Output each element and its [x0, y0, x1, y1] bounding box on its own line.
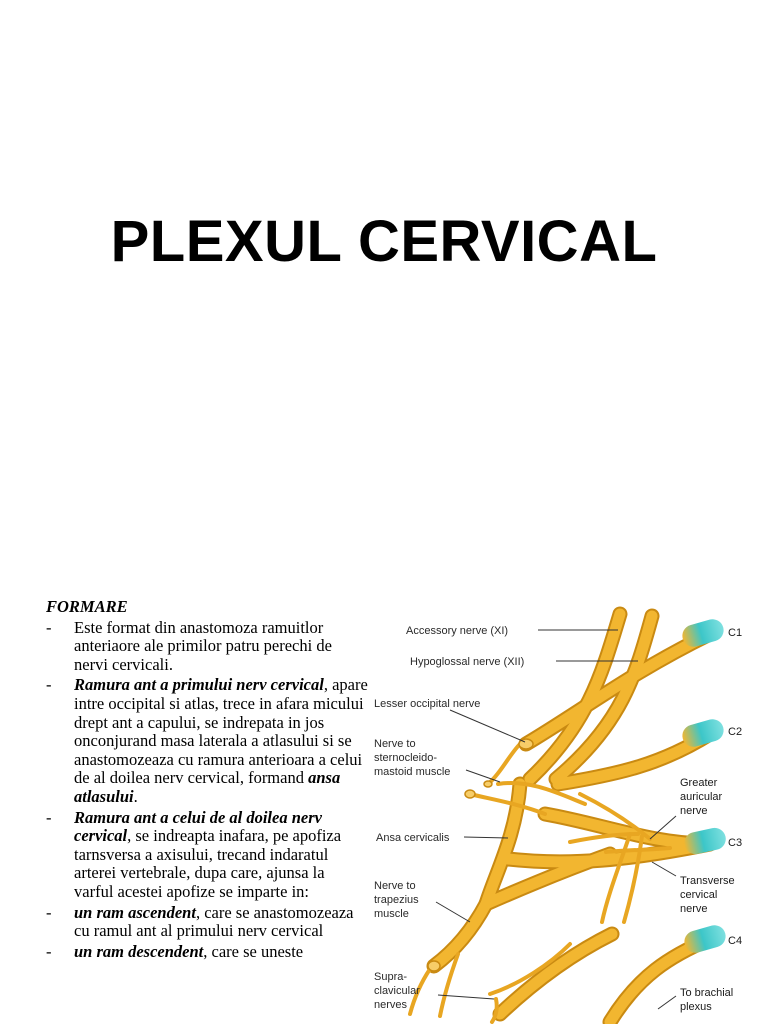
plexus-illustration: Accessory nerve (XI) Hypoglossal nerve (…: [374, 606, 742, 1024]
bullet-dash: -: [46, 675, 52, 695]
label-supraclavicular-2: clavicular: [374, 985, 420, 997]
nerve-stumps: [427, 738, 534, 972]
label-greater-auricular-1: Greater: [680, 777, 718, 789]
label-c2: C2: [728, 726, 742, 738]
label-nerve-to-scm-1: Nerve to: [374, 738, 416, 750]
section-heading: FORMARE: [46, 597, 128, 616]
bullet-item: - Este format din anastomoza ramuitlor a…: [46, 617, 332, 674]
label-c3: C3: [728, 837, 742, 849]
leader-lines: [435, 629, 677, 1010]
figure-labels-left: Accessory nerve (XI) Hypoglossal nerve (…: [374, 625, 524, 1011]
label-c1: C1: [728, 627, 742, 639]
bullet-dash: -: [46, 941, 52, 961]
label-nerve-to-scm-3: mastoid muscle: [374, 766, 450, 778]
label-transverse-cervical-3: nerve: [680, 903, 708, 915]
label-supraclavicular-3: nerves: [374, 999, 408, 1011]
bullet-dash: -: [46, 617, 52, 637]
label-supraclavicular-1: Supra-: [374, 971, 407, 983]
label-greater-auricular-3: nerve: [680, 805, 708, 817]
label-nerve-to-trapezius-2: trapezius: [374, 894, 419, 906]
label-accessory-nerve: Accessory nerve (XI): [406, 625, 508, 637]
text-column: FORMARE - Este format din anastomoza ram…: [46, 597, 368, 963]
label-ansa-cervicalis: Ansa cervicalis: [376, 832, 450, 844]
label-nerve-to-trapezius-3: muscle: [374, 908, 409, 920]
bullet-dash: -: [46, 807, 52, 827]
label-brachial-plexus-1: To brachial: [680, 987, 733, 999]
label-greater-auricular-2: auricular: [680, 791, 723, 803]
bullet-item: - Ramura ant a primului nerv cervical, a…: [46, 675, 368, 806]
bullet-dash: -: [46, 902, 52, 922]
figure-labels-right: C1 C2 C3 C4 Greater auricular nerve Tran…: [680, 627, 742, 1013]
bullet-item: - un ram ascendent, care se anastomozeaz…: [46, 902, 354, 941]
label-hypoglossal-nerve: Hypoglossal nerve (XII): [410, 656, 524, 668]
root-c2: [682, 719, 724, 747]
bullet-item: - un ram descendent, care se uneste: [46, 941, 304, 961]
label-c4: C4: [728, 935, 742, 947]
bullet-item: - Ramura ant a celui de al doilea nerv c…: [46, 807, 342, 901]
label-transverse-cervical-2: cervical: [680, 889, 717, 901]
label-nerve-to-trapezius-1: Nerve to: [374, 880, 416, 892]
root-c1: [682, 619, 724, 647]
nerve-trunks: [428, 608, 716, 1024]
root-c4: [684, 925, 726, 953]
label-lesser-occipital-nerve: Lesser occipital nerve: [374, 698, 480, 710]
nerve-branches: [408, 742, 672, 1024]
cervical-plexus-figure: Accessory nerve (XI) Hypoglossal nerve (…: [370, 604, 768, 1024]
label-nerve-to-scm-2: sternocleido-: [374, 752, 437, 764]
spinal-roots: [682, 619, 726, 953]
slide-title: PLEXUL CERVICAL: [110, 209, 658, 274]
root-c3: [684, 827, 726, 855]
label-transverse-cervical-1: Transverse: [680, 875, 735, 887]
label-brachial-plexus-2: plexus: [680, 1001, 712, 1013]
